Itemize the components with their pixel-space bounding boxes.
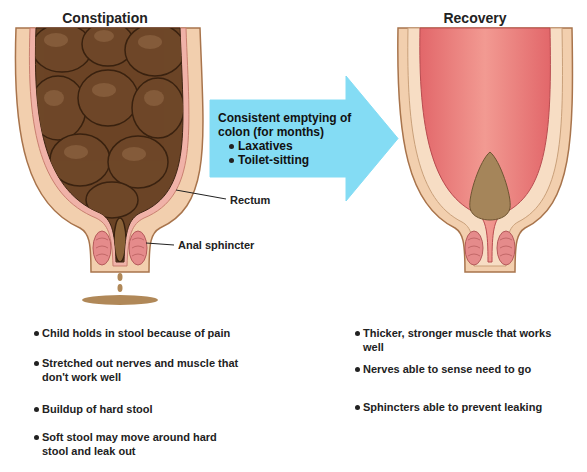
arrow-row: Toilet-sitting bbox=[218, 153, 364, 167]
colon-lumen bbox=[420, 28, 551, 262]
part-label: Rectum bbox=[230, 193, 310, 207]
panel-heading: Recovery bbox=[415, 10, 535, 27]
colon-muscle bbox=[408, 28, 563, 266]
sphincter-texture bbox=[96, 238, 144, 256]
arrow-text: Consistent emptying of colon (for months… bbox=[218, 111, 364, 167]
bullet-note: Child holds in stool because of pain bbox=[42, 326, 242, 340]
bullet-note: Soft stool may move around hard stool an… bbox=[42, 430, 242, 458]
anal-sphincter bbox=[93, 231, 147, 265]
arrow-row: Consistent emptying of colon (for months… bbox=[218, 111, 364, 139]
anal-sphincter bbox=[465, 231, 515, 265]
hard-stool bbox=[30, 22, 185, 262]
normal-stool bbox=[470, 152, 510, 220]
bullet-dot bbox=[355, 367, 360, 372]
arrow-row: Laxatives bbox=[218, 139, 364, 153]
bullet-dot bbox=[229, 144, 234, 149]
part-label: Anal sphincter bbox=[178, 238, 288, 252]
arrow-caption: Consistent emptying of colon (for months… bbox=[218, 111, 351, 139]
process-arrow: Consistent emptying of colon (for months… bbox=[210, 76, 398, 201]
leaking-stool bbox=[82, 273, 158, 305]
bullet-dot bbox=[34, 435, 39, 440]
arrow-outline bbox=[210, 76, 398, 201]
bullet-note: Buildup of hard stool bbox=[42, 402, 242, 416]
bullet-note: Sphincters able to prevent leaking bbox=[363, 400, 563, 414]
bullet-dot bbox=[355, 331, 360, 336]
leader-line bbox=[176, 190, 226, 199]
bullet-dot bbox=[34, 407, 39, 412]
panel-heading: Constipation bbox=[30, 10, 180, 27]
bullet-dot bbox=[355, 405, 360, 410]
bullet-note: Nerves able to sense need to go bbox=[363, 362, 563, 376]
bullet-dot bbox=[34, 361, 39, 366]
bullet-dot bbox=[229, 158, 234, 163]
sphincter-texture bbox=[468, 238, 512, 256]
bullet-item: Laxatives bbox=[238, 139, 293, 153]
bullet-note: Thicker, stronger muscle that works well bbox=[363, 326, 563, 354]
colon-wall bbox=[398, 28, 573, 272]
bullet-dot bbox=[34, 331, 39, 336]
leader-line bbox=[146, 243, 174, 245]
bullet-item: Toilet-sitting bbox=[238, 153, 309, 167]
bullet-note: Stretched out nerves and muscle that don… bbox=[42, 356, 242, 384]
